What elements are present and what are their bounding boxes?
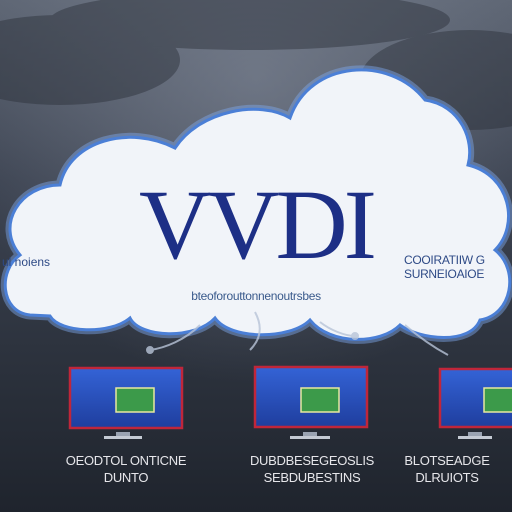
cloud-shape [0,65,512,344]
monitor-center-label-line1: DUBDBESEGEOSLIS [249,453,375,468]
monitor-stand [468,432,482,436]
monitor-left [68,366,184,439]
monitor-right-label: BLOTSEADGE DLRUIOTS [384,452,510,486]
cloud-right-label: COOIRATIIW G SURNEIOAIOE [404,253,485,281]
monitor-stand [116,432,130,436]
cloud-body [3,68,512,341]
cloud-subtitle: bteoforouttonnenoutrsbes [191,289,321,303]
monitor-right-label-line2: DLRUIOTS [415,470,479,485]
cloud-left-label: ul noiens [2,255,51,269]
monitor-left-label: OEODTOL ONTICNE DUNTO [46,452,206,486]
diagram-title: VVDI [139,169,377,280]
cloud-right-label-line1: COOIRATIIW G [404,253,485,267]
screen-window [115,387,155,413]
monitor-left-label-line1: OEODTOL ONTICNE [65,453,187,468]
monitor-center [253,365,369,439]
monitor-base [290,436,330,439]
monitor-right [438,367,512,439]
screen-window [300,387,340,413]
screen-window [483,387,512,413]
monitor-base [104,436,142,439]
cloud-right-label-line2: SURNEIOAIOE [404,267,485,281]
monitor-center-label-line2: SEBDUBESTINS [263,470,361,485]
monitor-left-label-line2: DUNTO [103,470,149,485]
monitor-center-label: DUBDBESEGEOSLIS SEBDUBESTINS [232,452,392,486]
monitor-stand [303,432,317,436]
monitor-right-label-line1: BLOTSEADGE [404,453,490,468]
monitor-base [458,436,492,439]
connector-lines [146,311,449,356]
